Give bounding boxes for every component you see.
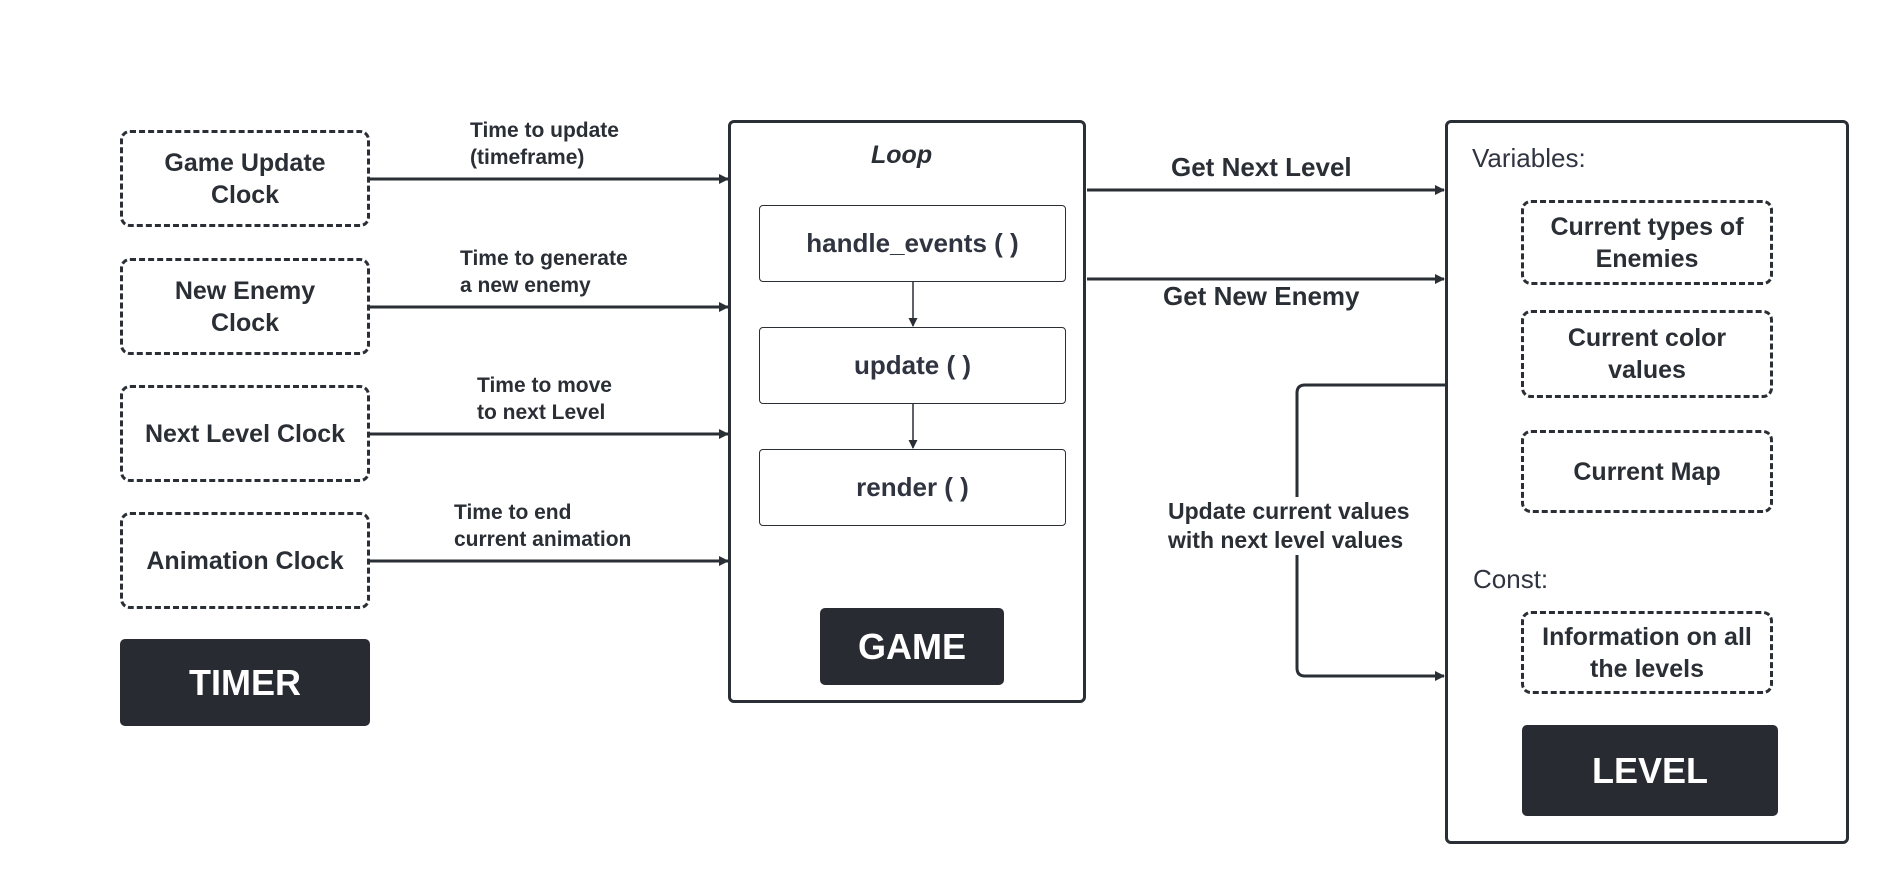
edge-label-get-new-enemy: Get New Enemy	[1163, 281, 1360, 311]
clock-label: Clock	[210, 308, 280, 337]
step-update: update ( )	[759, 327, 1066, 404]
variable-current-map: Current Map	[1521, 430, 1773, 513]
variable-label: Current types of	[1550, 212, 1744, 241]
clock-next-level: Next Level Clock	[120, 385, 370, 482]
clock-animation: Animation Clock	[120, 512, 370, 609]
variables-label: Variables:	[1472, 143, 1586, 173]
variable-enemy-types: Current types of Enemies	[1521, 200, 1773, 285]
variable-color-values: Current color values	[1521, 310, 1773, 398]
game-container	[728, 120, 1086, 703]
game-badge: GAME	[820, 608, 1004, 685]
edge-label-game-update: Time to update(timeframe)	[470, 119, 619, 169]
clock-label: Next Level Clock	[144, 419, 346, 448]
variable-label: Current color	[1567, 324, 1727, 352]
variable-label: Enemies	[1595, 244, 1699, 273]
level-container	[1445, 120, 1849, 844]
edge-label-get-next-level: Get Next Level	[1171, 152, 1352, 182]
const-levels-info: Information on all the levels	[1521, 611, 1773, 694]
clock-label: Animation Clock	[146, 546, 344, 575]
const-label: Const:	[1473, 564, 1549, 594]
step-handle-events: handle_events ( )	[759, 205, 1066, 282]
level-badge: LEVEL	[1522, 725, 1778, 816]
variable-label: values	[1608, 356, 1686, 384]
clock-label: New Enemy	[174, 276, 316, 305]
clock-label: Clock	[210, 180, 280, 209]
const-text: Information on all	[1542, 622, 1752, 651]
timer-badge: TIMER	[120, 639, 370, 726]
step-render: render ( )	[759, 449, 1066, 526]
loop-label: Loop	[871, 141, 933, 169]
const-text: the levels	[1590, 654, 1704, 683]
variable-label: Current Map	[1573, 457, 1721, 486]
clock-label: Game Update	[164, 148, 326, 177]
